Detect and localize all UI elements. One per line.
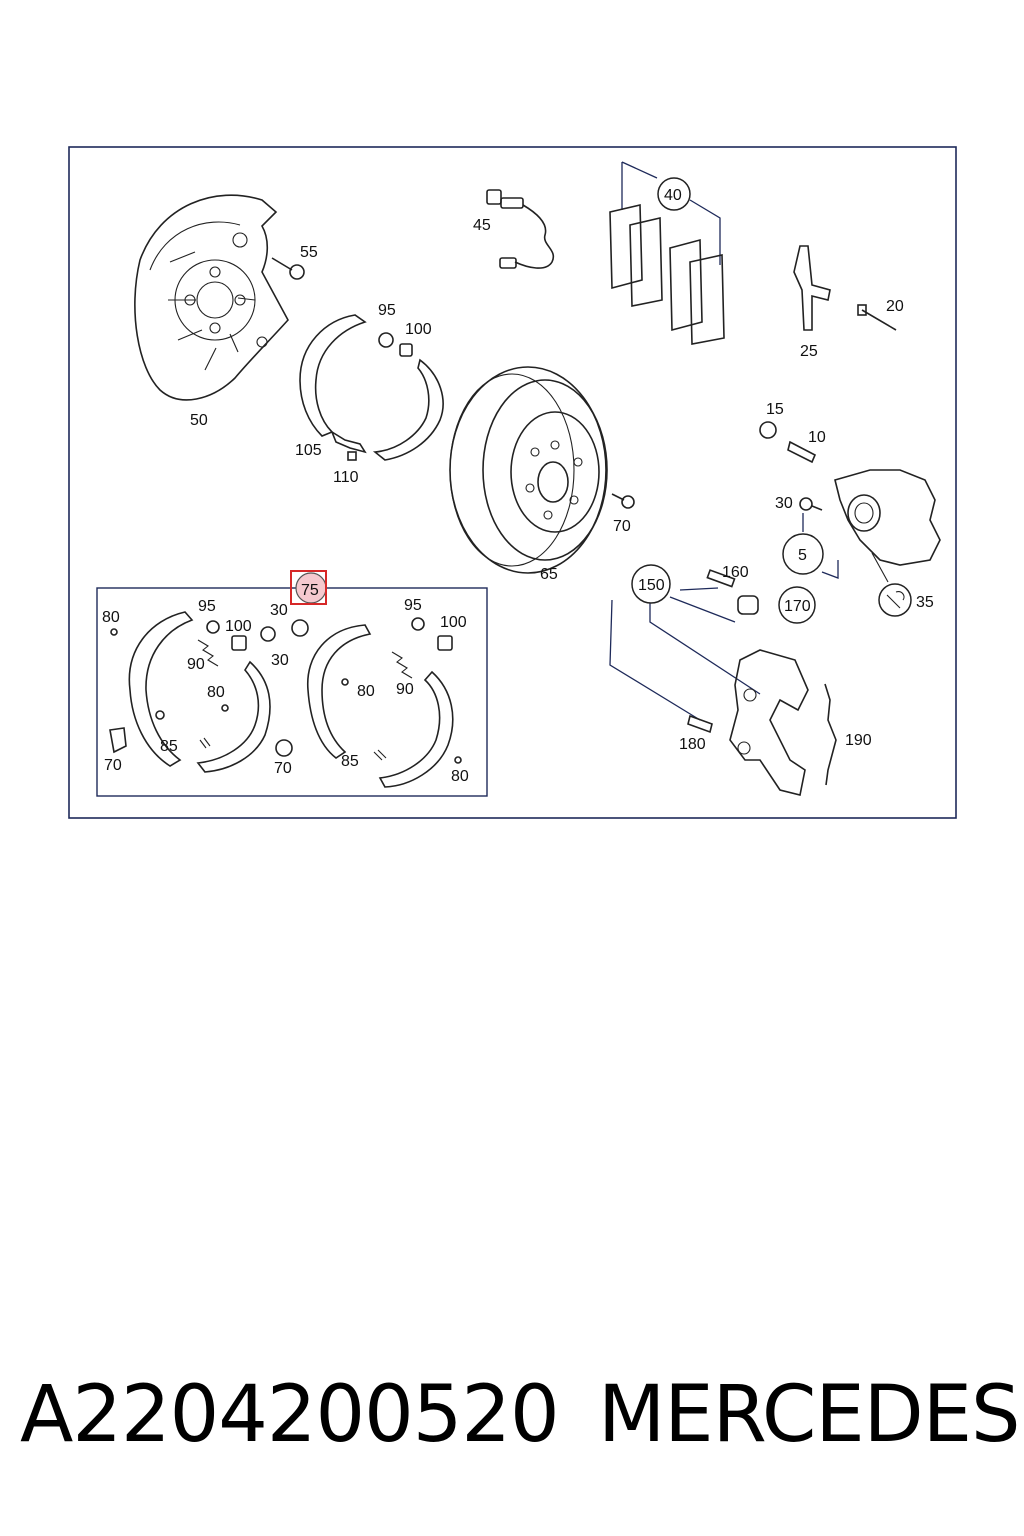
callout-40 (657, 177, 691, 211)
label-70-inset-a: 70 (104, 757, 122, 774)
label-160: 160 (722, 564, 749, 581)
anti-rattle-clip-part[interactable] (793, 245, 831, 331)
label-80-inset-a: 80 (102, 609, 120, 626)
bolt-30-caliper-part[interactable] (799, 497, 823, 511)
tool-35-icon (878, 583, 912, 617)
label-105: 105 (295, 442, 322, 459)
label-30-inset-a: 30 (270, 602, 288, 619)
callout-150 (631, 564, 671, 604)
label-150: 150 (638, 577, 665, 594)
bolt-70-upper-part[interactable] (611, 493, 635, 509)
inset-left-brake-shoe-part[interactable] (128, 611, 271, 773)
label-95-inset-b: 95 (404, 597, 422, 614)
label-30-caliper: 30 (775, 495, 793, 512)
brake-shoe-105-part[interactable] (299, 314, 444, 461)
inset-fasteners-left[interactable] (109, 619, 309, 757)
label-55: 55 (300, 244, 318, 261)
bleeder-10-part[interactable] (787, 440, 817, 464)
label-95-inset-a: 95 (198, 598, 216, 615)
label-85-inset-a: 85 (160, 738, 178, 755)
bushing-100-upper-part[interactable] (399, 343, 413, 357)
inset-right-springs-part[interactable] (373, 651, 413, 761)
brake-caliper-part[interactable] (802, 469, 941, 583)
inset-right-brake-shoe-part[interactable] (307, 624, 454, 788)
label-35: 35 (916, 594, 934, 611)
adjuster-110-part[interactable] (330, 430, 367, 461)
label-85-inset-b: 85 (341, 753, 359, 770)
parking-brake-shoe-kit-75-highlight[interactable] (290, 570, 327, 605)
adjuster-nut-95-upper-part[interactable] (378, 332, 394, 348)
label-65: 65 (540, 566, 558, 583)
label-80-inset-b: 80 (207, 684, 225, 701)
label-10: 10 (808, 429, 826, 446)
label-70-upper: 70 (613, 518, 631, 535)
label-180: 180 (679, 736, 706, 753)
dust-shield-part[interactable] (134, 194, 289, 401)
diagram-frame (68, 146, 957, 819)
guide-pin-160-part[interactable] (706, 569, 736, 588)
brake-disc-part[interactable] (449, 366, 608, 574)
bolt-55-part[interactable] (271, 257, 305, 280)
label-45: 45 (473, 217, 491, 234)
label-100-upper: 100 (405, 321, 432, 338)
boot-170-part[interactable] (737, 595, 759, 615)
callout-170 (778, 586, 816, 624)
label-15: 15 (766, 401, 784, 418)
label-90-inset-b: 90 (396, 681, 414, 698)
label-20: 20 (886, 298, 904, 315)
label-100-inset-a: 100 (225, 618, 252, 635)
label-90-inset-a: 90 (187, 656, 205, 673)
spring-190-part[interactable] (824, 683, 837, 786)
label-190: 190 (845, 732, 872, 749)
label-5: 5 (798, 547, 807, 564)
label-70-inset-b: 70 (274, 760, 292, 777)
label-30-inset-b: 30 (271, 652, 289, 669)
label-80-inset-c: 80 (357, 683, 375, 700)
label-100-inset-b: 100 (440, 614, 467, 631)
label-95-upper: 95 (378, 302, 396, 319)
inset-fasteners-right[interactable] (341, 617, 462, 764)
callout-5 (782, 533, 824, 575)
label-170: 170 (784, 598, 811, 615)
label-40: 40 (664, 187, 682, 204)
brand-name: MERCEDES (598, 1370, 1020, 1460)
guide-bolt-20-part[interactable] (857, 304, 897, 331)
label-50: 50 (190, 412, 208, 429)
label-110: 110 (333, 469, 359, 486)
cap-15-part[interactable] (759, 421, 777, 439)
footer: A2204200520 MERCEDES (0, 1370, 1024, 1480)
parking-brake-inset-frame (96, 587, 488, 797)
caliper-bracket-part[interactable] (729, 649, 809, 796)
bolt-180-part[interactable] (687, 714, 713, 734)
wear-sensor-part[interactable] (486, 189, 555, 269)
part-number: A2204200520 (20, 1370, 560, 1460)
label-25: 25 (800, 343, 818, 360)
brake-pads-part[interactable] (609, 161, 725, 345)
label-80-inset-d: 80 (451, 768, 469, 785)
label-75: 75 (301, 582, 319, 599)
inset-left-springs-part[interactable] (197, 639, 219, 749)
